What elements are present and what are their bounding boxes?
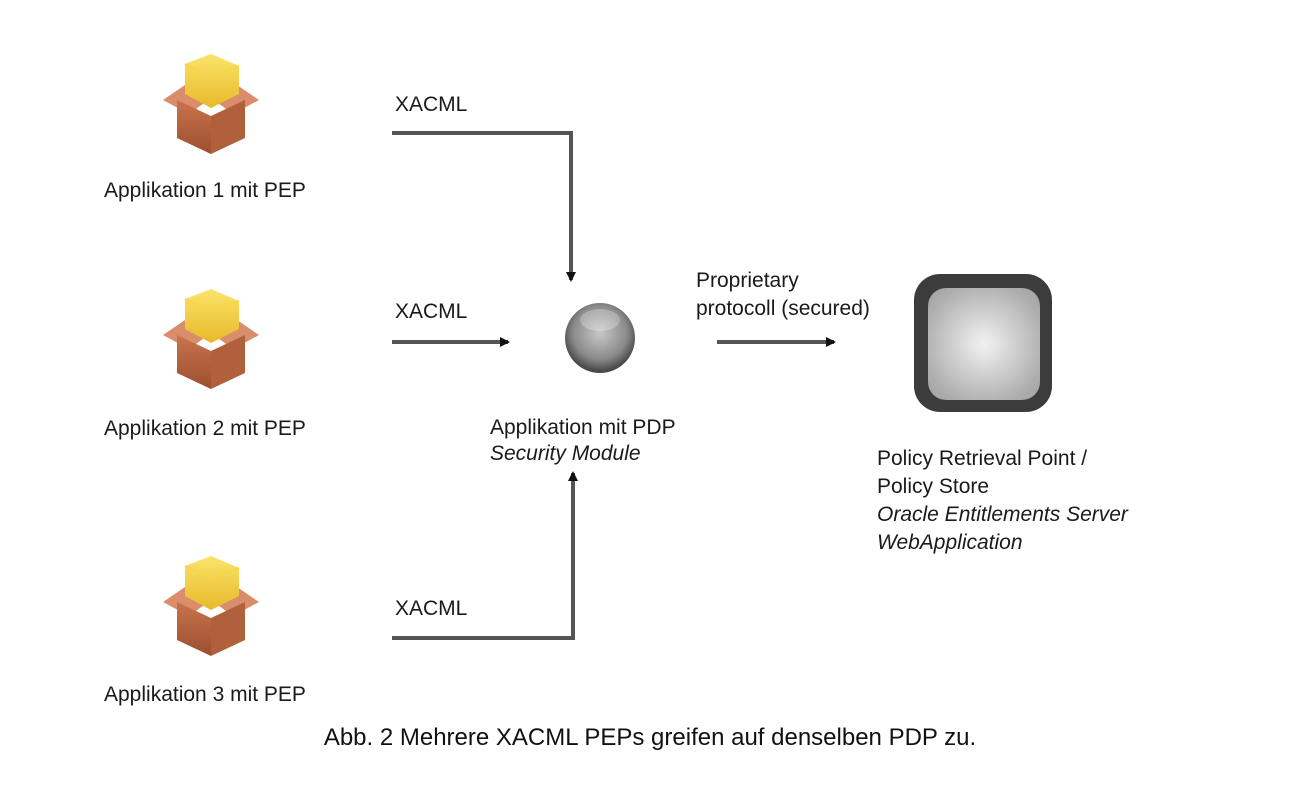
app2-label: Applikation 2 mit PEP <box>104 417 306 440</box>
package-box-icon <box>163 556 259 656</box>
prp-line2: Policy Store <box>877 475 990 498</box>
app1-label: Applikation 1 mit PEP <box>104 179 306 202</box>
prp-line3: Oracle Entitlements Server <box>877 503 1128 526</box>
prp-line1: Policy Retrieval Point / <box>877 447 1088 470</box>
app3-label: Applikation 3 mit PEP <box>104 683 306 706</box>
edge-app1-to-pdp <box>392 131 576 282</box>
package-box-icon <box>163 54 259 154</box>
figure-caption: Abb. 2 Mehrere XACML PEPs greifen auf de… <box>323 724 977 751</box>
pdp-subtitle: Security Module <box>490 442 641 465</box>
link-label-line1: Proprietary <box>696 269 799 292</box>
sphere-icon <box>565 303 635 373</box>
edge-app3-to-pdp <box>392 471 578 640</box>
edge1-label: XACML <box>395 93 468 116</box>
edge3-label: XACML <box>395 597 468 620</box>
prp-line4: WebApplication <box>877 531 1023 554</box>
pdp-title: Applikation mit PDP <box>490 416 676 439</box>
package-box-icon <box>163 289 259 389</box>
edge2-label: XACML <box>395 300 468 323</box>
link-label-line2: protocoll (secured) <box>696 297 870 320</box>
rounded-square-icon <box>914 274 1052 412</box>
